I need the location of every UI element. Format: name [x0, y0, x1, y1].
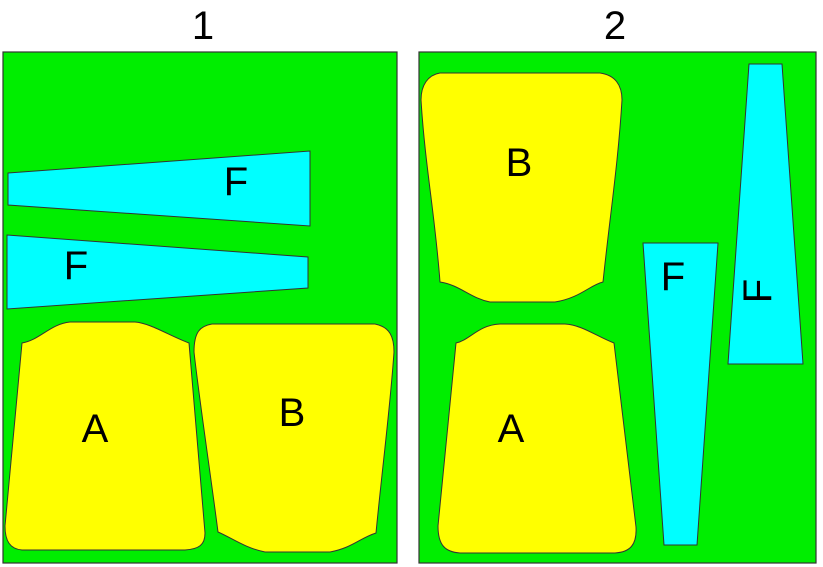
- panel-2-piece-f-vertical: [642, 242, 719, 546]
- panel-1-piece-f-top: [7, 150, 311, 227]
- panel-1-piece-b: [193, 323, 395, 553]
- panel-2: B A F F: [418, 51, 817, 564]
- panel-1-label-a: A: [82, 407, 109, 451]
- panel-2-label-b: B: [506, 141, 533, 185]
- panel-1-piece-f-bottom: [6, 234, 309, 310]
- panel-1-piece-a: [4, 321, 206, 551]
- panel-2-title: 2: [603, 4, 627, 48]
- panel-1-title: 1: [191, 4, 215, 48]
- panel-2-piece-b: [420, 72, 623, 303]
- panel-1: F F A B: [2, 51, 398, 564]
- panel-1-label-f-top: F: [224, 160, 248, 204]
- panel-2-label-f-tall: F: [736, 279, 780, 303]
- panel-2-label-f-vertical: F: [661, 255, 685, 299]
- panel-2-piece-f-tall: [727, 63, 804, 365]
- panel-1-label-f-bottom: F: [64, 244, 88, 288]
- panel-2-label-a: A: [498, 407, 525, 451]
- panel-2-piece-a: [437, 323, 637, 554]
- panel-1-label-b: B: [279, 391, 306, 435]
